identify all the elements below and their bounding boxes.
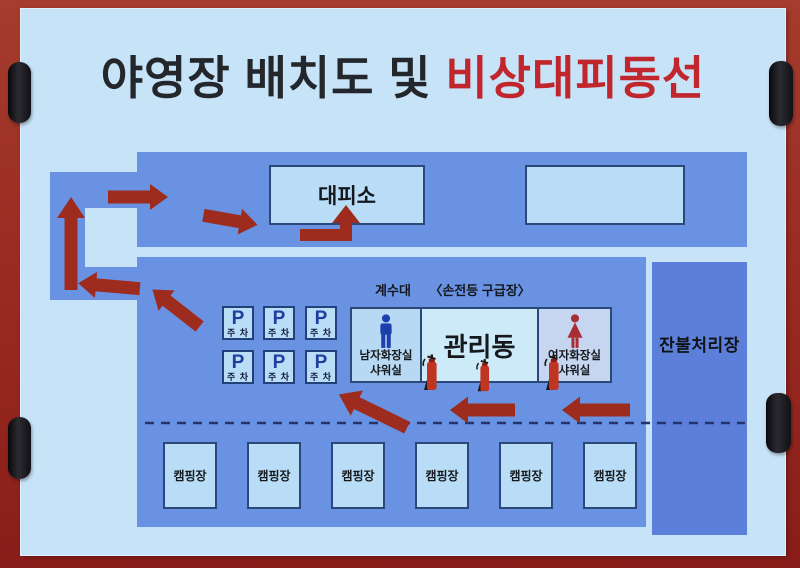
- title-campground-layout: 야영장 배치도 및: [100, 52, 432, 104]
- fire-extinguisher-icon: [422, 354, 437, 390]
- male-restroom-icon: [380, 314, 392, 348]
- empty-building-box: [525, 165, 685, 225]
- mounting-clip: [769, 61, 793, 126]
- evacuation-arrow-up-left: [152, 289, 204, 332]
- evacuation-arrow-right: [108, 184, 168, 210]
- management-building-section: 관리동: [420, 307, 539, 383]
- camping-site-box: 캠핑장: [499, 442, 553, 509]
- management-building-label: 관리동: [443, 331, 516, 362]
- evacuation-arrow-up: [57, 197, 85, 290]
- evacuation-arrow-up-left: [338, 390, 411, 434]
- management-building: 남자화장실 샤워실 관리동 여자화장실 샤워실: [350, 307, 612, 383]
- camping-site-box: 캠핑장: [415, 442, 469, 509]
- title-evacuation-route: 비상대피동선: [445, 52, 706, 104]
- male-restroom-section: 남자화장실 샤워실: [350, 307, 422, 383]
- male-restroom-label: 남자화장실 샤워실: [359, 350, 413, 377]
- main-area-band: [137, 257, 646, 527]
- mounting-clip: [8, 62, 31, 123]
- evacuation-arrow-into-shelter: [300, 205, 360, 241]
- sink-station-label: 계수대: [375, 283, 411, 298]
- evacuation-arrow-left: [450, 396, 515, 424]
- sign-title: 야영장 배치도 및 비상대피동선: [20, 42, 786, 108]
- evacuation-arrow-left: [78, 271, 141, 298]
- evacuation-route-overlay: [57, 184, 745, 434]
- ember-disposal-area: 잔불처리장: [652, 262, 747, 535]
- mounting-clip: [766, 393, 791, 453]
- ember-disposal-label: 잔불처리장: [659, 336, 740, 355]
- camping-site-box: 캠핑장: [163, 442, 217, 509]
- camping-site-box: 캠핑장: [247, 442, 301, 509]
- fire-extinguisher-icon: [544, 354, 559, 390]
- sign-board: 야영장 배치도 및 비상대피동선 잔불처리장 대피소 계수대 〈손전등 구급장〉: [20, 8, 786, 556]
- camping-site-box: 캠핑장: [331, 442, 385, 509]
- evacuation-arrow-right: [202, 208, 258, 235]
- fire-extinguisher-icon: [476, 359, 490, 392]
- camping-site-box: 캠핑장: [583, 442, 637, 509]
- female-restroom-icon: [567, 314, 582, 348]
- evacuation-arrow-left: [562, 396, 630, 424]
- mounting-clip: [8, 417, 31, 479]
- female-restroom-label: 여자화장실 샤워실: [548, 350, 601, 377]
- shelter-label: 대피소: [318, 185, 376, 208]
- flashlight-firstaid-label: 〈손전등 구급장〉: [429, 283, 531, 298]
